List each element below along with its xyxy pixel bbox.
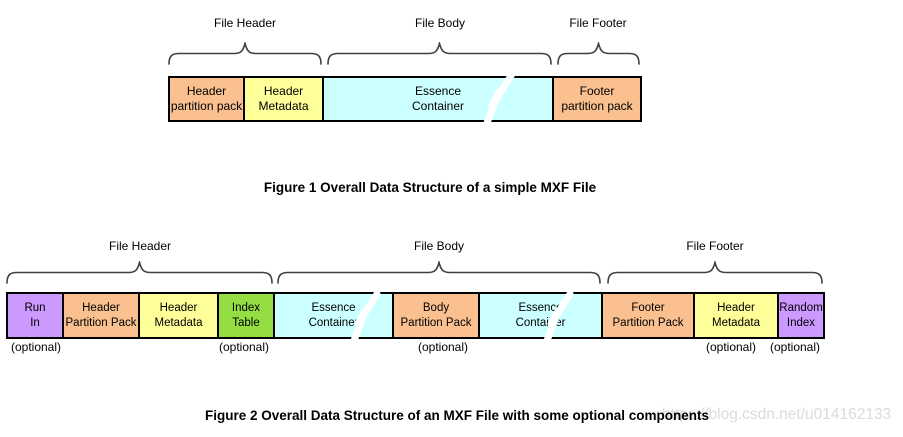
fig1-file-body-brace bbox=[327, 42, 552, 65]
segment-label: Essence Container bbox=[411, 84, 465, 113]
fig1-segment-header-metadata: Header Metadata bbox=[243, 76, 324, 122]
segment-label: Index Table bbox=[231, 302, 261, 329]
optional-label-header-metadata: (optional) bbox=[705, 340, 757, 354]
fig2-segment-header-metadata-footer: Header Metadata bbox=[693, 292, 779, 339]
fig2-file-body-label: File Body bbox=[413, 239, 465, 253]
fig1-segment-header-partition-pack: Header partition pack bbox=[168, 76, 245, 122]
lightning-break-icon bbox=[481, 71, 516, 131]
segment-label: Header Metadata bbox=[712, 302, 760, 329]
csdn-watermark: https://blog.csdn.net/u014162133 bbox=[662, 406, 892, 423]
segment-label: Essence Container bbox=[515, 302, 566, 329]
fig1-file-header-label: File Header bbox=[213, 16, 277, 30]
segment-label: Footer Partition Pack bbox=[612, 302, 684, 329]
optional-label-body-partition-pack: (optional) bbox=[417, 340, 469, 354]
fig2-segment-body-partition-pack: Body Partition Pack bbox=[392, 292, 480, 339]
segment-label: Random Index bbox=[779, 302, 823, 329]
fig1-file-footer-label: File Footer bbox=[569, 16, 627, 30]
fig2-segment-essence-container-2: Essence Container bbox=[478, 291, 603, 349]
fig2-file-body-brace bbox=[277, 261, 601, 284]
optional-label-index-table: (optional) bbox=[218, 340, 270, 354]
fig2-file-header-brace bbox=[6, 261, 273, 284]
fig1-file-footer-brace bbox=[557, 42, 640, 65]
segment-label: Essence Container bbox=[308, 302, 359, 329]
segment-label: Body Partition Pack bbox=[400, 302, 472, 329]
figure-1-caption: Figure 1 Overall Data Structure of a sim… bbox=[263, 180, 597, 195]
fig1-file-header-brace bbox=[168, 42, 322, 65]
fig2-segment-index-table: Index Table bbox=[217, 292, 275, 339]
fig2-segment-footer-partition-pack: Footer Partition Pack bbox=[601, 292, 695, 339]
figure-2-caption: Figure 2 Overall Data Structure of an MX… bbox=[204, 408, 710, 423]
fig1-segment-footer-partition-pack: Footer partition pack bbox=[552, 76, 642, 122]
segment-label: Header Partition Pack bbox=[65, 302, 137, 329]
fig1-file-body-label: File Body bbox=[414, 16, 466, 30]
segment-label: Header partition pack bbox=[170, 84, 243, 113]
fig2-segment-essence-container-1: Essence Container bbox=[273, 291, 394, 349]
segment-label: Header Metadata bbox=[258, 84, 309, 113]
fig1-segment-essence-container: Essence Container bbox=[322, 71, 554, 131]
optional-label-run-in: (optional) bbox=[10, 340, 62, 354]
fig2-segment-header-metadata: Header Metadata bbox=[138, 292, 219, 339]
fig2-segment-header-partition-pack: Header Partition Pack bbox=[62, 292, 140, 339]
fig2-segment-run-in: Run In bbox=[6, 292, 64, 339]
optional-label-random-index: (optional) bbox=[769, 340, 821, 354]
segment-label: Run In bbox=[24, 302, 46, 329]
fig2-file-footer-brace bbox=[607, 261, 823, 284]
fig2-file-header-label: File Header bbox=[108, 239, 172, 253]
segment-label: Footer partition pack bbox=[561, 84, 633, 113]
fig2-segment-random-index: Random Index bbox=[777, 292, 825, 339]
fig2-file-footer-label: File Footer bbox=[686, 239, 744, 253]
segment-label: Header Metadata bbox=[154, 302, 203, 329]
